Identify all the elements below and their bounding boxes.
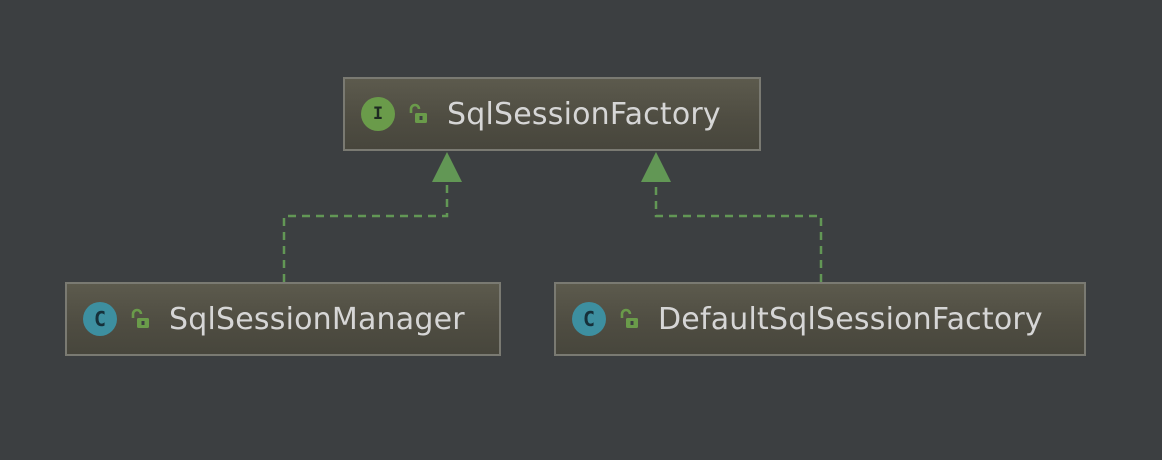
node-sqlsessionfactory[interactable]: I SqlSessionFactory (343, 77, 761, 151)
node-sqlsessionmanager[interactable]: C SqlSessionManager (65, 282, 501, 356)
open-lock-icon (131, 308, 149, 328)
node-label: SqlSessionFactory (447, 96, 721, 132)
open-lock-icon (409, 103, 427, 123)
node-label: DefaultSqlSessionFactory (658, 301, 1043, 337)
open-lock-icon (620, 308, 638, 328)
edge-sqlsessionmanager-implements (282, 182, 449, 282)
node-defaultsqlsessionfactory[interactable]: C DefaultSqlSessionFactory (554, 282, 1086, 356)
class-icon: C (83, 302, 117, 336)
edge-arrowhead-right (641, 152, 671, 182)
node-label: SqlSessionManager (169, 301, 465, 337)
interface-icon: I (361, 97, 395, 131)
edge-defaultsqlsessionfactory-implements (654, 182, 823, 282)
edge-arrowhead-left (432, 152, 462, 182)
class-icon: C (572, 302, 606, 336)
